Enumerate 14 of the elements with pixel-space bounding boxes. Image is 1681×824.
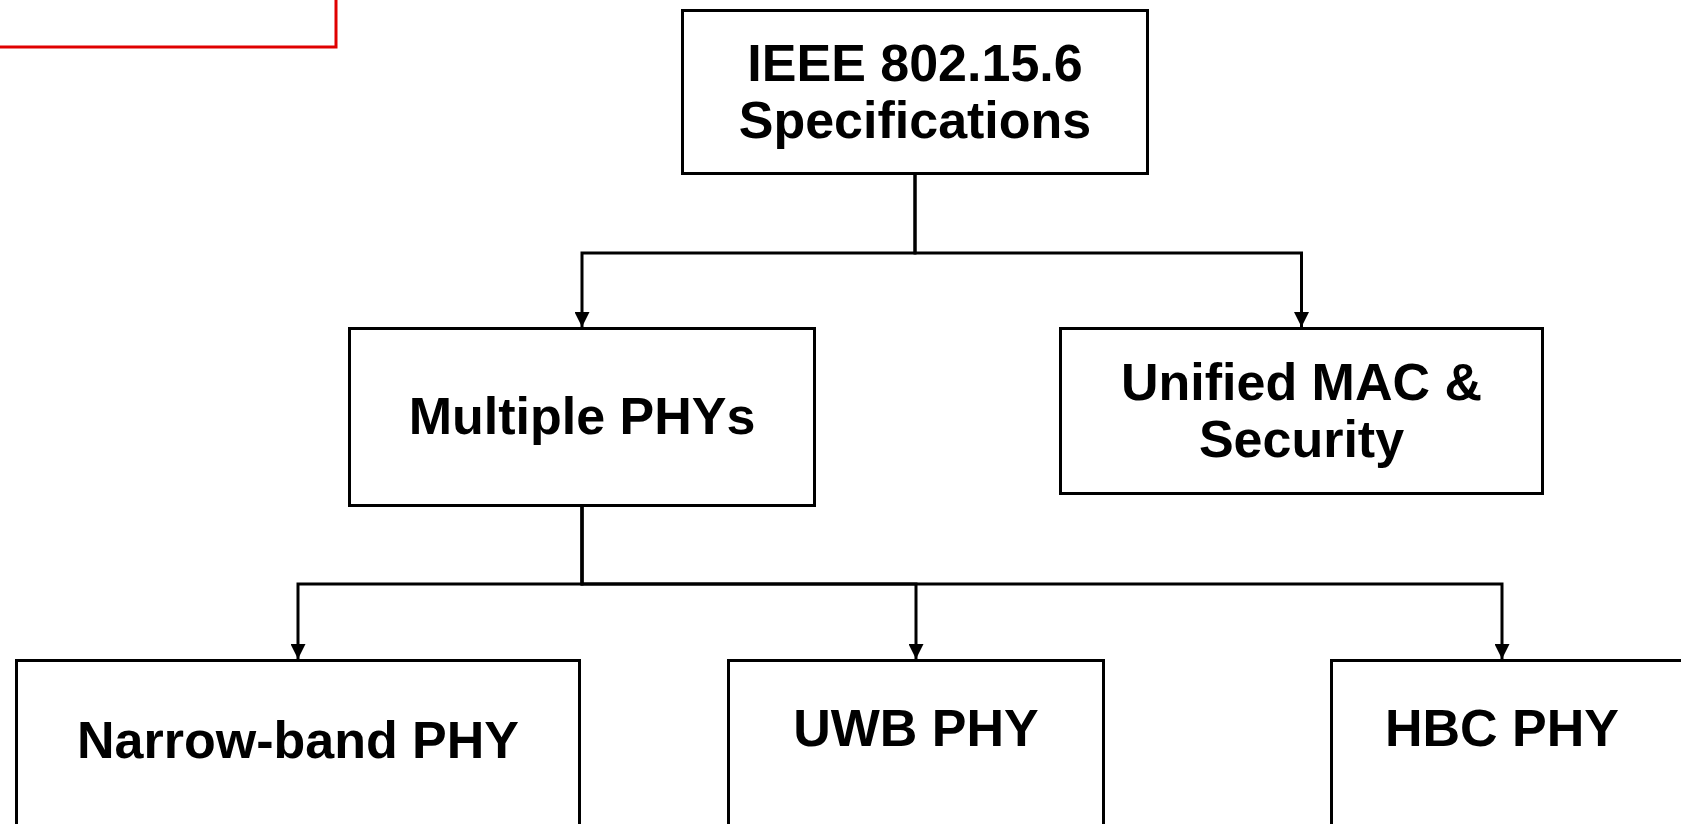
process-box xyxy=(348,327,816,507)
connector-arrow xyxy=(913,175,1309,327)
process-box xyxy=(1059,327,1544,495)
process-box xyxy=(15,659,581,824)
box-label: Multiple PHYs xyxy=(408,388,756,446)
box-label: Narrow-band PHY xyxy=(76,712,520,770)
box-label: IEEE 802.15.6 Specifications xyxy=(737,34,1093,150)
process-box xyxy=(1330,659,1681,824)
box-label: HBC PHY xyxy=(1385,700,1619,758)
box-label: UWB PHY xyxy=(793,700,1039,758)
box-label: Unified MAC & Security xyxy=(1119,353,1484,469)
process-box xyxy=(681,9,1149,175)
connector-arrow xyxy=(580,507,1510,659)
process-box xyxy=(727,659,1105,824)
